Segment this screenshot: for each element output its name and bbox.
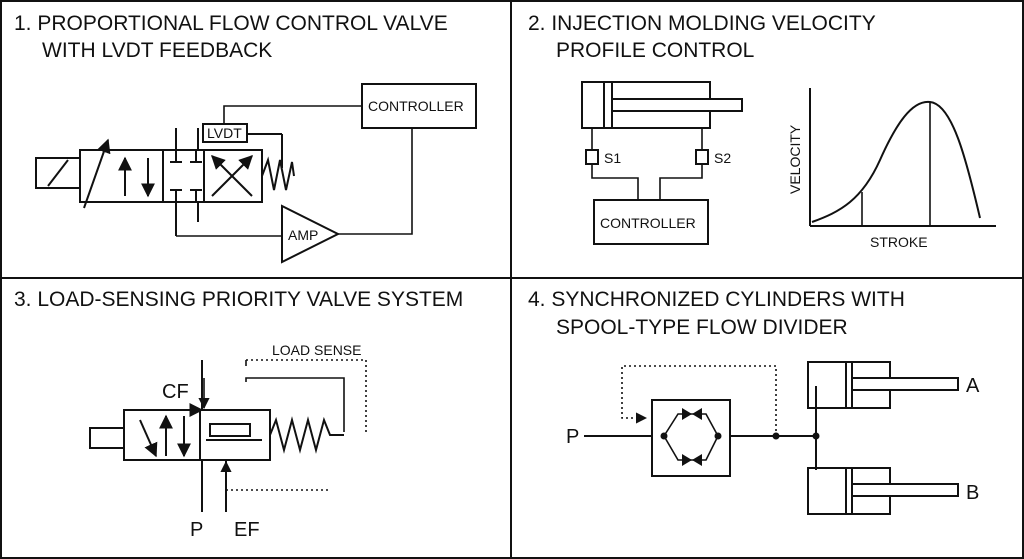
priority-spring <box>269 416 344 454</box>
panel-1-title-line2: WITH LVDT FEEDBACK <box>42 39 272 62</box>
a-label: A <box>966 375 980 397</box>
variable-arrow <box>83 138 111 209</box>
p-label-3: P <box>190 519 203 541</box>
cylinder-rod <box>611 98 743 112</box>
amp-label: AMP <box>288 227 318 243</box>
panel-2-title-line2: PROFILE CONTROL <box>556 39 754 62</box>
panel-4-title-line1: 4. SYNCHRONIZED CYLINDERS WITH <box>528 288 905 311</box>
stroke-label: STROKE <box>870 234 928 250</box>
s1-label: S1 <box>604 150 621 166</box>
s2-label: S2 <box>714 150 731 166</box>
panel-injection-molding: 2. INJECTION MOLDING VELOCITY PROFILE CO… <box>528 12 996 250</box>
sensor-s1 <box>585 149 599 165</box>
panel-synchronized-cylinders: 4. SYNCHRONIZED CYLINDERS WITH SPOOL-TYP… <box>528 288 980 515</box>
controller-box-2 <box>593 199 709 245</box>
controller-label-2: CONTROLLER <box>600 215 696 231</box>
lvdt-label: LVDT <box>207 125 242 141</box>
panel-1-title-line1: 1. PROPORTIONAL FLOW CONTROL VALVE <box>14 12 448 35</box>
amplifier-triangle <box>281 204 341 264</box>
panel-load-sensing: 3. LOAD-SENSING PRIORITY VALVE SYSTEM LO… <box>14 288 463 541</box>
sensor-s2 <box>695 149 709 165</box>
panel-2-title-line1: 2. INJECTION MOLDING VELOCITY <box>528 12 876 35</box>
solenoid-winding <box>47 159 69 187</box>
cylinder-b-rod <box>851 483 959 497</box>
velocity-label: VELOCITY <box>787 124 803 194</box>
panel-4-title-line2: SPOOL-TYPE FLOW DIVIDER <box>556 316 848 339</box>
p-label-4: P <box>566 426 579 448</box>
panel-3-title-line1: 3. LOAD-SENSING PRIORITY VALVE SYSTEM <box>14 288 463 311</box>
cylinder-a-rod <box>851 377 959 391</box>
b-label: B <box>966 482 979 504</box>
velocity-profile-curve <box>811 100 981 223</box>
solenoid-3 <box>89 427 125 449</box>
flow-divider <box>651 399 731 477</box>
load-sense-label: LOAD SENSE <box>272 342 361 358</box>
cf-label: CF <box>162 381 189 403</box>
ef-label: EF <box>234 519 260 541</box>
valve-body <box>79 149 263 203</box>
return-spring <box>261 156 295 191</box>
panel-proportional-flow-valve: 1. PROPORTIONAL FLOW CONTROL VALVE WITH … <box>14 12 477 264</box>
spool <box>209 423 251 437</box>
controller-label: CONTROLLER <box>368 98 464 114</box>
